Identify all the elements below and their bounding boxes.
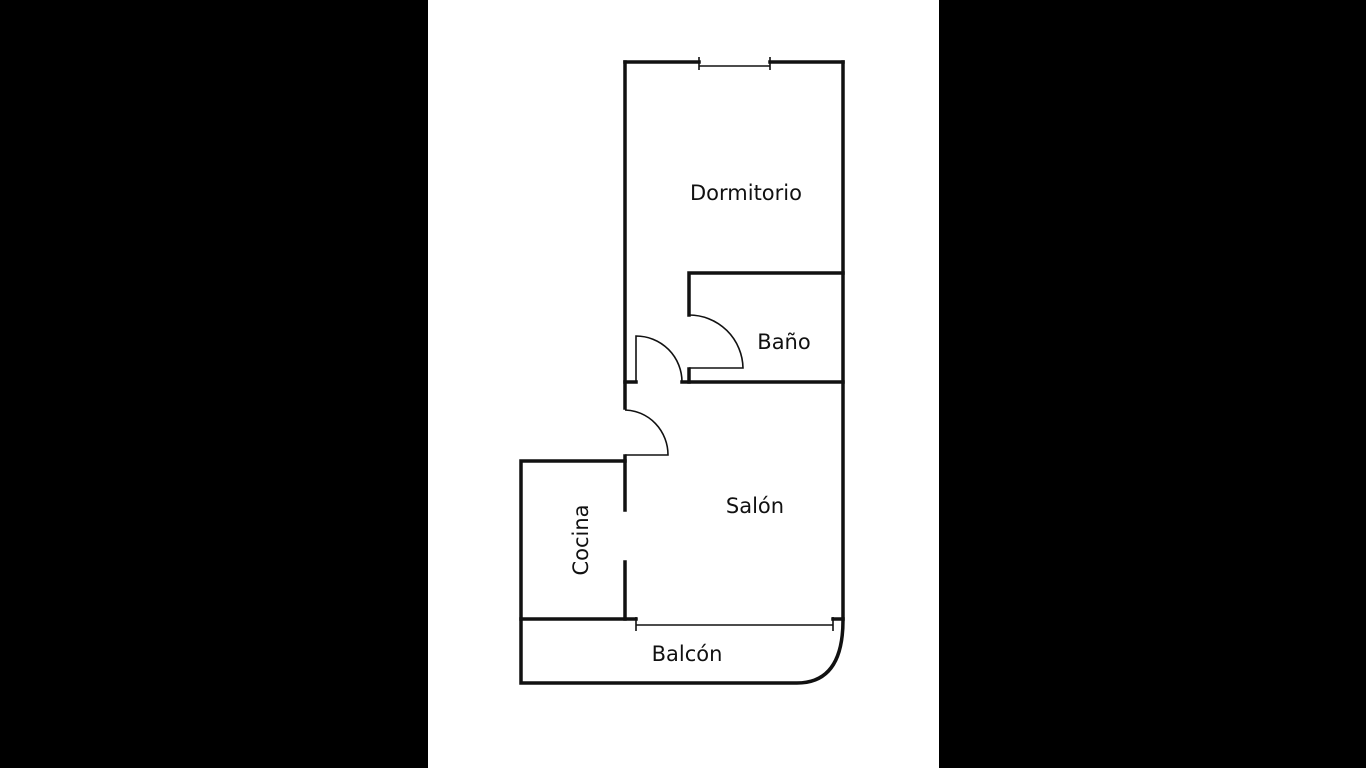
balcony-window [635, 617, 834, 631]
bathroom-top-wall [687, 271, 845, 317]
bedroom-window [698, 57, 771, 70]
outer-wall [519, 60, 845, 685]
bathroom-door[interactable] [688, 314, 744, 369]
floorplan-sheet [428, 0, 939, 768]
room-label-living-room: Salón [726, 494, 784, 518]
room-label-balcony: Balcón [652, 642, 723, 666]
bedroom-door[interactable] [635, 335, 683, 383]
room-label-bedroom: Dormitorio [690, 181, 802, 205]
walls [519, 57, 845, 685]
room-label-bathroom: Baño [757, 330, 810, 354]
entrance-door[interactable] [624, 409, 669, 456]
doors [624, 314, 744, 456]
room-label-kitchen: Cocina [569, 504, 593, 575]
